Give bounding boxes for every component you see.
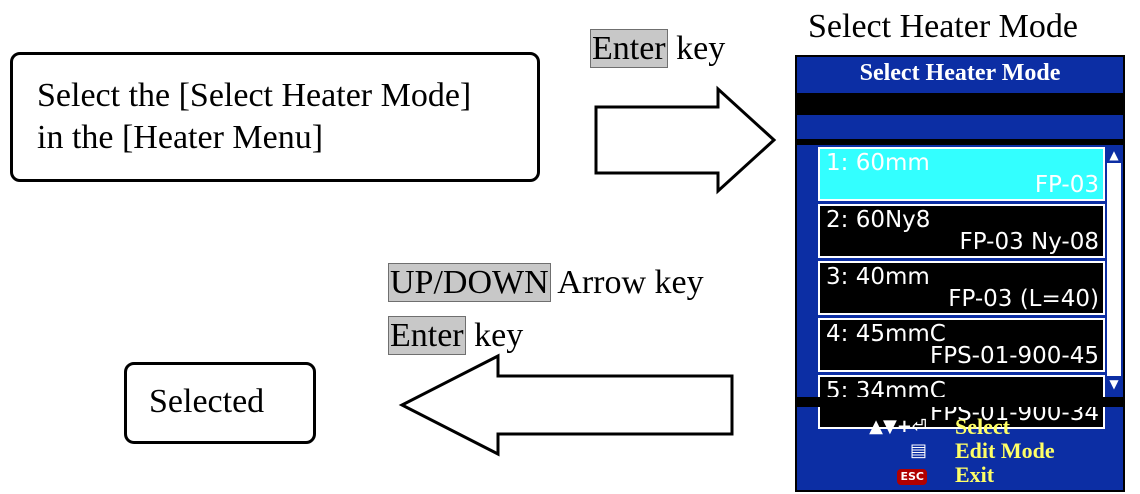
updown-key-suffix: Arrow key [550,264,704,301]
enter-key-suffix: key [667,30,726,67]
item-detail: FP-03 (L=40) [948,286,1099,312]
title-divider-band [797,93,1123,115]
heater-mode-screen: Select Heater Mode 1: 60mm FP-03 2: 60Ny… [795,55,1125,492]
updown-instruction-line: UP/DOWN Arrow key [388,262,704,304]
esc-badge: ESC [897,469,927,485]
screen-title: Select Heater Mode [797,57,1123,93]
item-detail: FP-03 Ny-08 [959,229,1099,255]
legend-select-label: Select [955,414,1010,439]
second-enter-key-suffix: key [465,317,524,354]
updown-enter-line: Enter key [388,315,523,357]
second-enter-key-label: Enter [388,316,466,355]
selected-label: Selected [149,383,265,420]
screen-caption: Select Heater Mode [808,8,1078,45]
updown-key-label: UP/DOWN [388,263,551,302]
edit-mode-icon: ▤ [909,440,927,461]
list-item[interactable]: 4: 45mmC FPS-01-900-45 [818,318,1105,372]
up-down-enter-icon: ▲▼+⏎ [869,416,927,437]
item-detail: FPS-01-900-45 [929,343,1099,369]
step-line-2: in the [Heater Menu] [37,119,324,156]
step-line-1: Select the [Select Heater Mode] [37,77,472,114]
heater-mode-list[interactable]: 1: 60mm FP-03 2: 60Ny8 FP-03 Ny-08 3: 40… [818,147,1105,432]
enter-key-label: Enter [590,29,668,68]
legend-exit-label: Exit [955,462,995,487]
list-scrollbar[interactable]: ▲ ▼ [1107,147,1121,392]
list-item[interactable]: 1: 60mm FP-03 [818,147,1105,201]
step-instruction-box: Select the [Select Heater Mode] in the [… [10,52,540,182]
scroll-up-icon[interactable]: ▲ [1107,147,1121,163]
scroll-down-icon[interactable]: ▼ [1107,376,1121,392]
right-arrow-icon [594,85,777,195]
legend-edit-mode-label: Edit Mode [955,438,1055,463]
list-top-band [797,139,1123,145]
item-name: 3: 40mm [826,264,930,290]
selected-result-box: Selected [124,362,316,444]
item-name: 4: 45mmC [826,321,946,347]
item-detail: FP-03 [1034,172,1099,198]
item-name: 1: 60mm [826,150,930,176]
left-arrow-icon [398,353,734,457]
list-bottom-band [797,397,1123,407]
list-item[interactable]: 2: 60Ny8 FP-03 Ny-08 [818,204,1105,258]
list-item[interactable]: 3: 40mm FP-03 (L=40) [818,261,1105,315]
enter-key-instruction: Enter key [590,28,725,70]
item-name: 2: 60Ny8 [826,207,931,233]
esc-key-icon: ESC [837,463,927,486]
